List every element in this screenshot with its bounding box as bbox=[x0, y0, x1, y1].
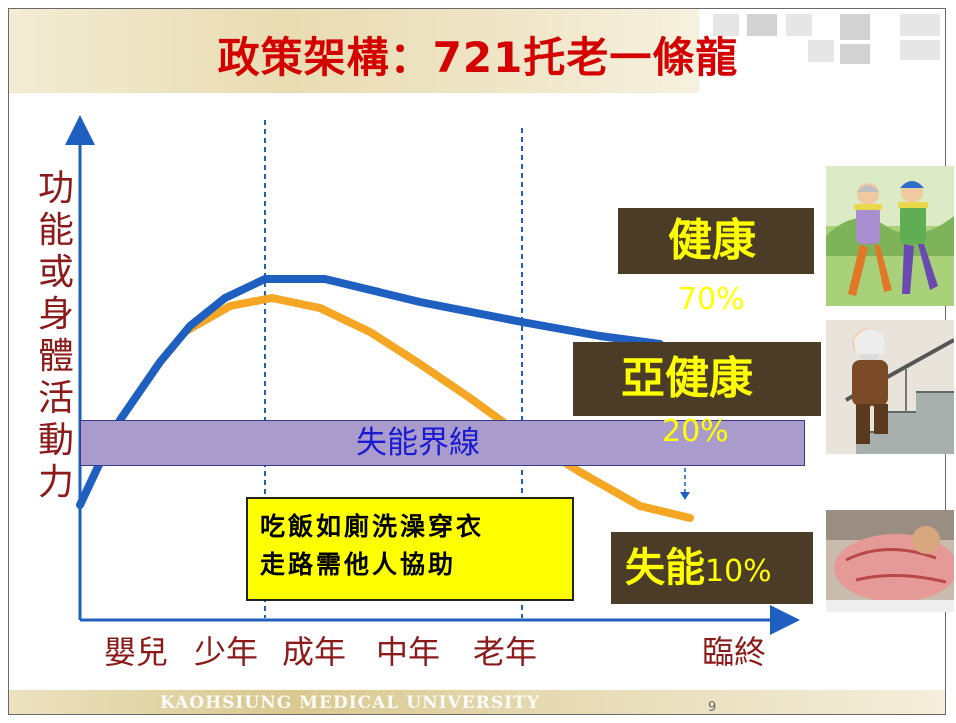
slide-title: 政策架構：721托老一條龍 bbox=[217, 33, 739, 82]
deco-square bbox=[808, 40, 834, 62]
deco-square bbox=[840, 44, 870, 64]
disabled-label-box: 失能10% bbox=[611, 532, 813, 604]
y-axis-label: 功 能 或 身 體 活 動 力 bbox=[37, 168, 74, 503]
elderly-couple-walking-image bbox=[826, 166, 954, 306]
x-label-middle: 中年 bbox=[376, 633, 441, 671]
decline-curve bbox=[184, 294, 694, 522]
threshold-label: 失能界線 bbox=[356, 425, 480, 461]
bedridden-patient-image bbox=[826, 510, 954, 612]
page-number: 9 bbox=[708, 700, 717, 715]
x-label-infant: 嬰兒 bbox=[104, 633, 169, 671]
subhealthy-percent: 20% bbox=[662, 414, 729, 449]
x-label-end: 臨終 bbox=[702, 633, 767, 671]
disabled-percent: 10% bbox=[705, 554, 772, 589]
x-label-old: 老年 bbox=[473, 633, 538, 671]
elderly-man-stairs-image bbox=[826, 320, 954, 454]
deco-square bbox=[900, 40, 940, 60]
disability-threshold-band bbox=[80, 420, 805, 466]
footer-texture-band bbox=[9, 690, 945, 714]
healthy-percent: 70% bbox=[678, 282, 745, 317]
deco-square bbox=[900, 14, 940, 36]
decline-arrow-head bbox=[680, 492, 690, 500]
deco-square bbox=[840, 14, 870, 40]
healthy-curve bbox=[76, 275, 664, 509]
deco-square bbox=[747, 14, 777, 36]
deco-square bbox=[786, 14, 812, 36]
x-label-youth: 少年 bbox=[194, 633, 259, 671]
note-line: 吃飯如廁洗澡穿衣 bbox=[260, 512, 485, 541]
healthy-label-box: 健康 bbox=[618, 208, 814, 274]
header-texture-band bbox=[9, 9, 699, 93]
footer-university-name: KAOHSIUNG MEDICAL UNIVERSITY bbox=[160, 693, 540, 713]
deco-square bbox=[713, 14, 739, 36]
note-line: 走路需他人協助 bbox=[260, 550, 457, 579]
x-label-adult: 成年 bbox=[282, 633, 347, 671]
subhealthy-label-box: 亞健康 bbox=[573, 342, 821, 416]
disability-note-box: 吃飯如廁洗澡穿衣 走路需他人協助 bbox=[246, 497, 574, 601]
